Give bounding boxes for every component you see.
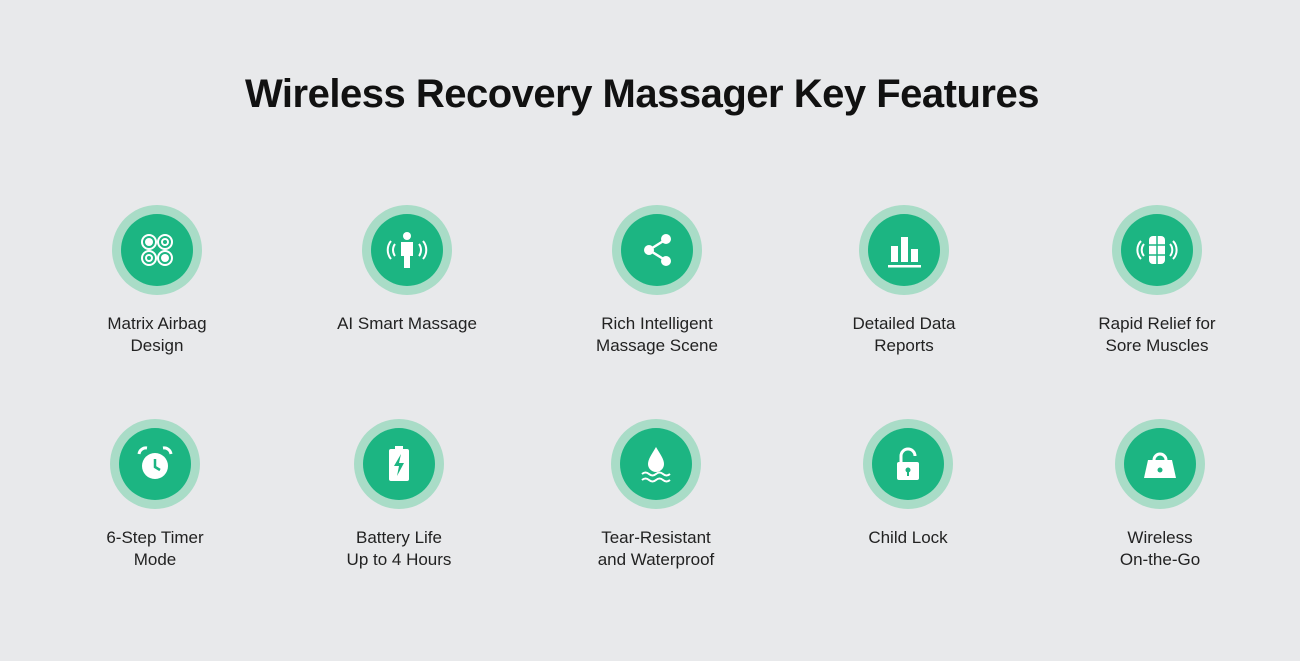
icon-badge [872, 428, 944, 500]
feature-label-line: Rich Intelligent [601, 314, 713, 333]
icon-ring [354, 419, 444, 509]
bar-chart-icon [888, 237, 921, 268]
icon-ring [1112, 205, 1202, 295]
feature-label-line: Tear-Resistant [601, 528, 711, 547]
muscle-vibration-icon [1136, 236, 1178, 264]
feature-label-line: AI Smart Massage [337, 314, 477, 333]
icon-badge [1124, 428, 1196, 500]
airbag-matrix-icon [141, 234, 173, 266]
feature-label-line: Massage Scene [596, 336, 718, 355]
icon-badge [620, 428, 692, 500]
feature-label-line: Sore Muscles [1105, 336, 1209, 355]
icon-ring [611, 419, 701, 509]
lock-icon [897, 447, 919, 480]
feature-label-line: Wireless [1127, 528, 1193, 547]
feature-label-line: Reports [874, 336, 934, 355]
person-vibration-icon [386, 232, 428, 268]
icon-badge [868, 214, 940, 286]
water-drop-icon [641, 447, 671, 483]
feature-item: Battery Life Up to 4 Hours [299, 419, 499, 571]
feature-label-line: and Waterproof [597, 550, 715, 569]
icon-badge [1121, 214, 1193, 286]
alarm-clock-icon [137, 446, 173, 479]
feature-item: Child Lock [808, 419, 1008, 549]
icon-ring [612, 205, 702, 295]
feature-label: Child Lock [808, 527, 1008, 549]
icon-ring [362, 205, 452, 295]
icon-badge [621, 214, 693, 286]
feature-label-line: Detailed Data [852, 314, 956, 333]
icon-badge [121, 214, 193, 286]
feature-label: Battery Life Up to 4 Hours [299, 527, 499, 571]
page-title: Wireless Recovery Massager Key Features [245, 72, 1039, 116]
icon-ring [863, 419, 953, 509]
icon-badge [371, 214, 443, 286]
feature-label-line: Mode [133, 550, 177, 569]
feature-label-line: Battery Life [356, 528, 442, 547]
feature-label-line: Matrix Airbag [107, 314, 207, 333]
bag-icon [1144, 452, 1176, 478]
feature-item: Tear-Resistant and Waterproof [556, 419, 756, 571]
icon-ring [1115, 419, 1205, 509]
feature-label-line: Child Lock [868, 528, 948, 547]
feature-label: Tear-Resistant and Waterproof [556, 527, 756, 571]
icon-ring [859, 205, 949, 295]
share-nodes-icon [644, 234, 671, 266]
icon-ring [110, 419, 200, 509]
icon-badge [363, 428, 435, 500]
feature-label-line: On-the-Go [1119, 550, 1201, 569]
icon-ring [112, 205, 202, 295]
icon-badge [119, 428, 191, 500]
feature-item: AI Smart Massage [307, 205, 507, 335]
battery-charging-icon [389, 446, 409, 481]
feature-label: AI Smart Massage [307, 313, 507, 335]
feature-label-line: 6-Step Timer [106, 528, 204, 547]
feature-label-line: Rapid Relief for [1098, 314, 1216, 333]
feature-label-line: Design [130, 336, 184, 355]
feature-label-line: Up to 4 Hours [346, 550, 452, 569]
